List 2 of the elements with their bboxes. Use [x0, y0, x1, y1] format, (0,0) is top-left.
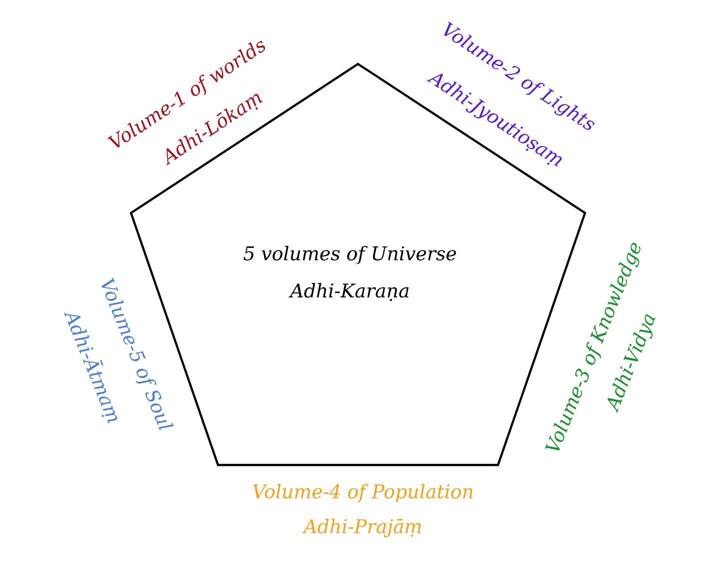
volume-label: Adhi-Prajāṃ	[302, 518, 421, 538]
volume-label: Volume-4 of Population	[253, 484, 473, 502]
